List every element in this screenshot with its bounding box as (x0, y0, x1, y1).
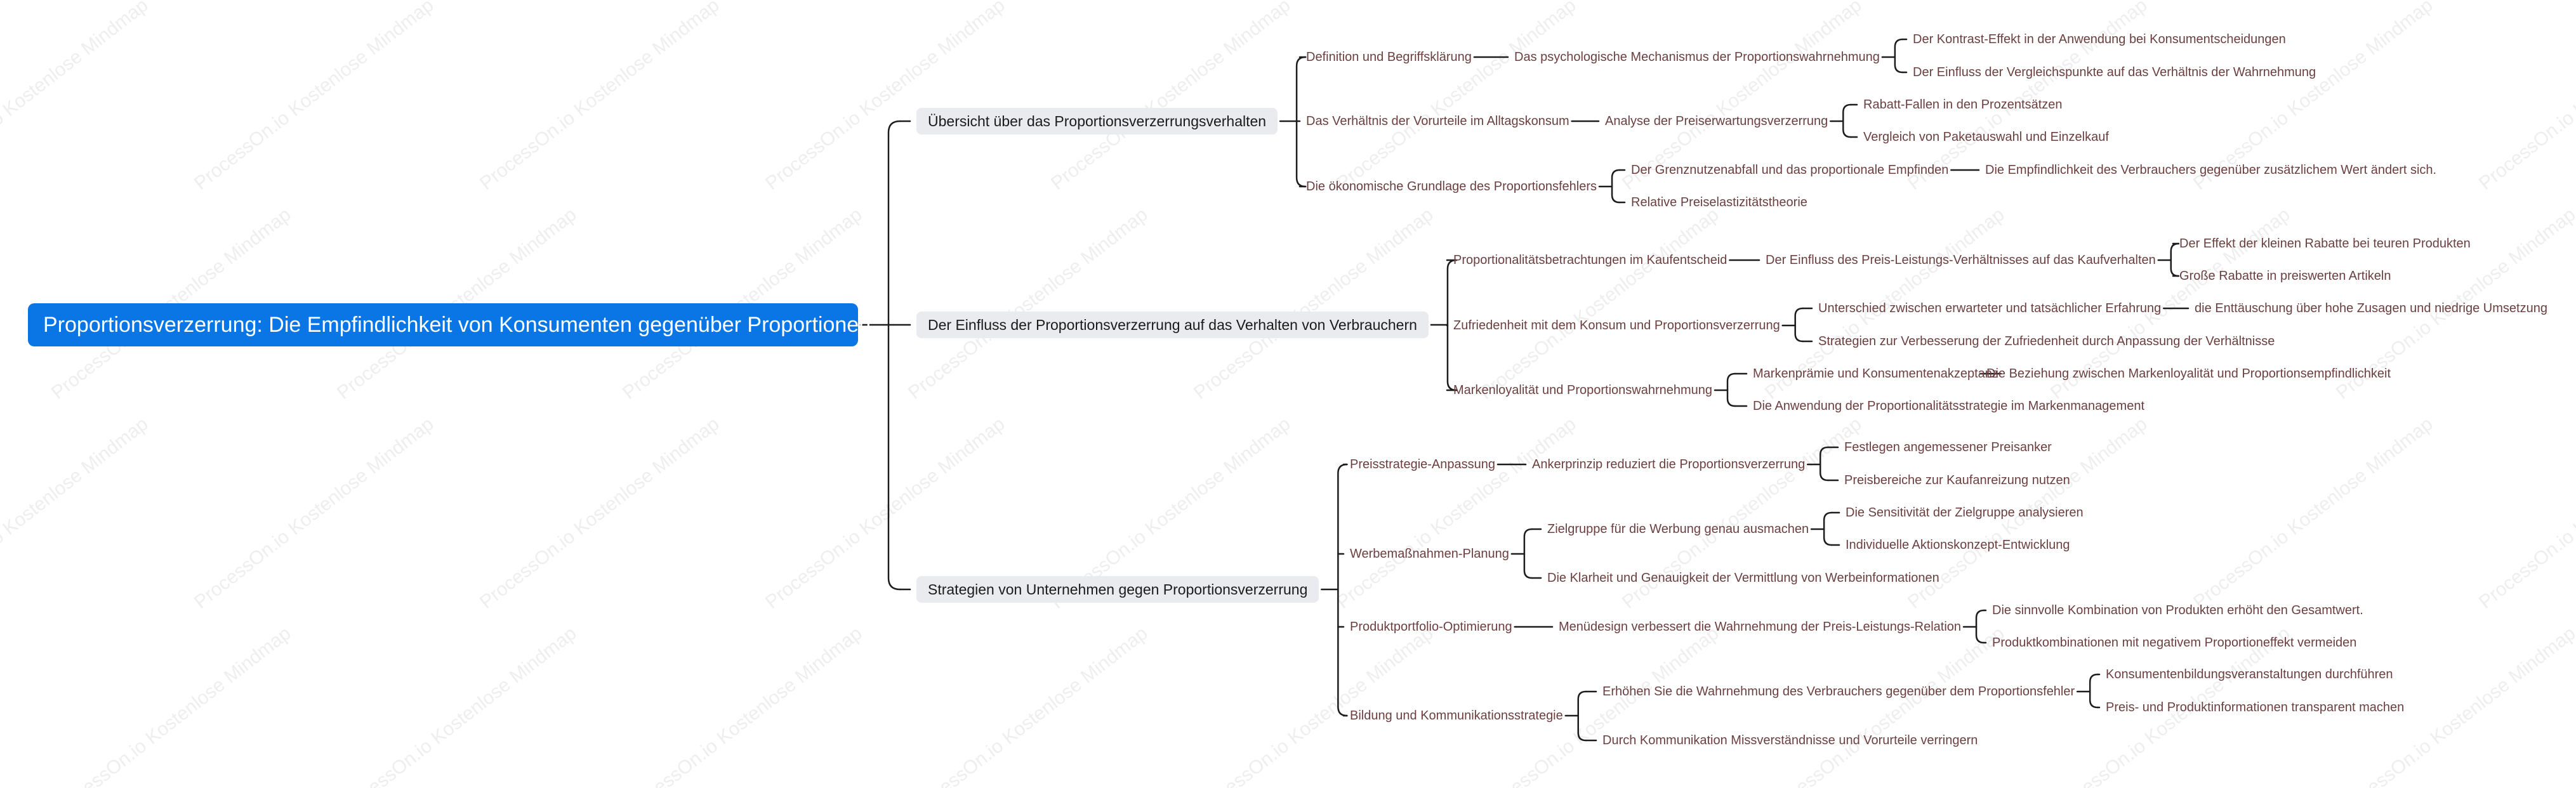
subtopic-detail[interactable]: Zielgruppe für die Werbung genau ausmach… (1547, 522, 1809, 536)
leaf-topic[interactable]: Die Empfindlichkeit des Verbrauchers geg… (1985, 163, 2437, 177)
leaf-topic[interactable]: Preisbereiche zur Kaufanreizung nutzen (1844, 473, 2070, 487)
leaf-topic[interactable]: die Enttäuschung über hohe Zusagen und n… (2195, 301, 2547, 315)
branch-topic[interactable]: Übersicht über das Proportionsverzerrung… (916, 108, 1278, 135)
connector-line (2170, 242, 2180, 277)
subtopic[interactable]: Produktportfolio-Optimierung (1350, 620, 1512, 634)
subtopic-detail[interactable]: Ankerprinzip reduziert die Proportionsve… (1532, 457, 1806, 471)
leaf-topic[interactable]: Der Effekt der kleinen Rabatte bei teure… (2179, 237, 2471, 251)
leaf-topic[interactable]: Preis- und Produktinformationen transpar… (2106, 700, 2405, 714)
connector-line (1894, 38, 1904, 74)
subtopic[interactable]: Zufriedenheit mit dem Konsum und Proport… (1453, 318, 1780, 332)
connector-line (1523, 528, 1533, 579)
subtopic-detail[interactable]: Der Grenznutzenabfall und das proportion… (1631, 163, 1949, 177)
leaf-topic[interactable]: Die sinnvolle Kombination von Produkten … (1992, 603, 2363, 617)
subtopic[interactable]: Preisstrategie-Anpassung (1350, 457, 1496, 471)
subtopic-detail[interactable]: Markenprämie und Konsumentenakzeptanz (1753, 367, 1998, 381)
connector-line (1577, 690, 1587, 742)
connector-line (1337, 463, 1348, 717)
leaf-topic[interactable]: Vergleich von Paketauswahl und Einzelkau… (1863, 130, 2109, 144)
subtopic-detail[interactable]: Die Anwendung der Proportionalitätsstrat… (1753, 399, 2145, 413)
connector-line (1611, 169, 1621, 204)
leaf-topic[interactable]: Der Kontrast-Effekt in der Anwendung bei… (1913, 32, 2286, 46)
leaf-topic[interactable]: Konsumentenbildungsveranstaltungen durch… (2106, 667, 2393, 681)
subtopic[interactable]: Definition und Begriffsklärung (1306, 50, 1472, 64)
leaf-topic[interactable]: Die Sensitivität der Zielgruppe analysie… (1846, 506, 2084, 520)
subtopic[interactable]: Werbemaßnahmen-Planung (1350, 547, 1509, 561)
connector-line (887, 120, 901, 591)
subtopic-detail[interactable]: Menüdesign verbessert die Wahrnehmung de… (1559, 620, 1962, 634)
connector-line (1819, 446, 1829, 482)
connector-line (1823, 511, 1833, 546)
leaf-topic[interactable]: Festlegen angemessener Preisanker (1844, 440, 2052, 454)
branch-topic[interactable]: Der Einfluss der Proportionsverzerrung a… (916, 312, 1429, 338)
subtopic-detail[interactable]: Der Einfluss des Preis-Leistungs-Verhält… (1766, 253, 2156, 267)
connector-line (2089, 673, 2099, 709)
leaf-topic[interactable]: Der Einfluss der Vergleichspunkte auf da… (1913, 65, 2316, 79)
leaf-topic[interactable]: Individuelle Aktionskonzept-Entwicklung (1846, 538, 2070, 552)
connector-line (1794, 307, 1804, 343)
subtopic[interactable]: Bildung und Kommunikationsstrategie (1350, 709, 1563, 723)
subtopic-detail[interactable]: Die Klarheit und Genauigkeit der Vermitt… (1547, 571, 1939, 585)
subtopic-detail[interactable]: Durch Kommunikation Missverständnisse un… (1602, 733, 1978, 747)
connector-line (1842, 103, 1852, 138)
subtopic[interactable]: Die ökonomische Grundlage des Proportion… (1306, 180, 1597, 194)
leaf-topic[interactable]: Die Beziehung zwischen Markenloyalität u… (1986, 367, 2391, 381)
subtopic-detail[interactable]: Erhöhen Sie die Wahrnehmung des Verbrauc… (1602, 685, 2075, 699)
branch-topic[interactable]: Strategien von Unternehmen gegen Proport… (916, 576, 1319, 603)
leaf-topic[interactable]: Produktkombinationen mit negativem Propo… (1992, 636, 2357, 650)
connector-line (1726, 372, 1736, 407)
subtopic-detail[interactable]: Unterschied zwischen erwarteter und tats… (1818, 301, 2162, 315)
subtopic-detail[interactable]: Das psychologische Mechanismus der Propo… (1514, 50, 1880, 64)
subtopic[interactable]: Proportionalitätsbetrachtungen im Kaufen… (1453, 253, 1727, 267)
leaf-topic[interactable]: Rabatt-Fallen in den Prozentsätzen (1863, 98, 2063, 112)
connector-line (1975, 609, 1985, 644)
leaf-topic[interactable]: Große Rabatte in preiswerten Artikeln (2179, 269, 2391, 283)
subtopic-detail[interactable]: Relative Preiselastizitätstheorie (1631, 195, 1807, 209)
subtopic[interactable]: Das Verhältnis der Vorurteile im Alltags… (1306, 114, 1569, 128)
subtopic-detail[interactable]: Strategien zur Verbesserung der Zufriede… (1818, 334, 2275, 348)
subtopic[interactable]: Markenloyalität und Proportionswahrnehmu… (1453, 383, 1713, 397)
root-topic[interactable]: Proportionsverzerrung: Die Empfindlichke… (28, 303, 871, 346)
subtopic-detail[interactable]: Analyse der Preiserwartungsverzerrung (1605, 114, 1828, 128)
